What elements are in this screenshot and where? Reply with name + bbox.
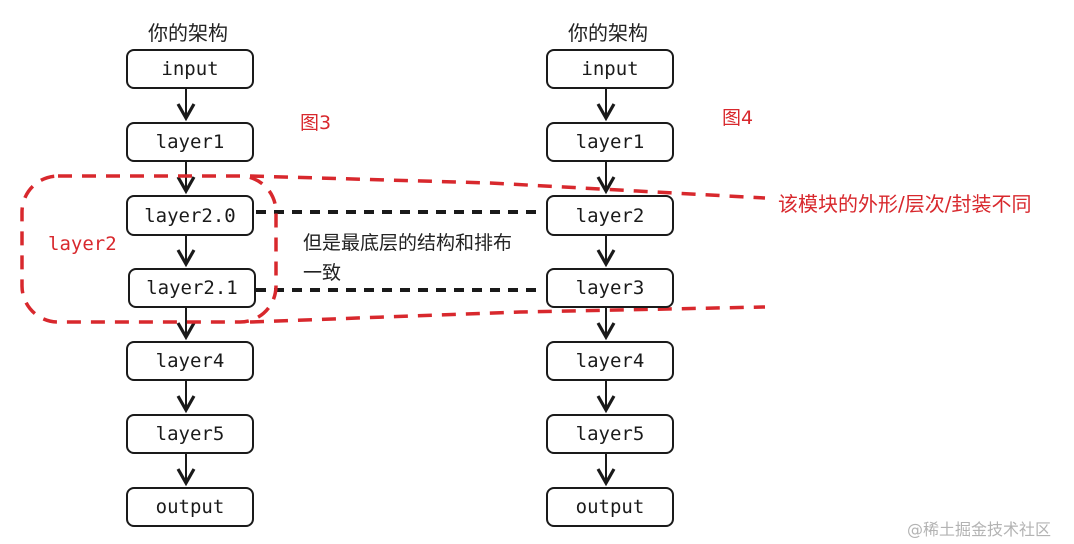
right-node-layer4: layer4	[546, 341, 674, 381]
right-node-layer5: layer5	[546, 414, 674, 454]
figure-4-label: 图4	[722, 107, 754, 129]
left-node-layer4: layer4	[126, 341, 254, 381]
right-node-layer3: layer3	[546, 268, 674, 308]
watermark: @稀土掘金技术社区	[907, 520, 1052, 539]
left-node-layer2-0: layer2.0	[126, 195, 254, 236]
right-node-layer2: layer2	[546, 195, 674, 236]
left-node-input: input	[126, 49, 254, 89]
same-structure-note-line2: 一致	[303, 262, 342, 284]
difference-note: 该模块的外形/层次/封装不同	[778, 192, 1032, 216]
left-node-output: output	[126, 487, 254, 527]
correspondence-dashes	[256, 210, 540, 292]
figure-3-label: 图3	[300, 112, 332, 134]
right-node-output: output	[546, 487, 674, 527]
left-node-layer2-1: layer2.1	[128, 268, 256, 308]
right-architecture-title: 你的架构	[568, 21, 648, 45]
right-node-layer1: layer1	[546, 122, 674, 162]
left-node-layer1: layer1	[126, 122, 254, 162]
difference-band	[249, 174, 766, 324]
left-architecture-title: 你的架构	[148, 21, 228, 45]
left-node-layer5: layer5	[126, 414, 254, 454]
right-node-input: input	[546, 49, 674, 89]
same-structure-note-line1: 但是最底层的结构和排布	[303, 232, 513, 254]
same-structure-note: 但是最底层的结构和排布 一致	[303, 228, 512, 288]
layer2-group-outline	[20, 174, 278, 324]
layer2-group-label: layer2	[48, 233, 117, 255]
